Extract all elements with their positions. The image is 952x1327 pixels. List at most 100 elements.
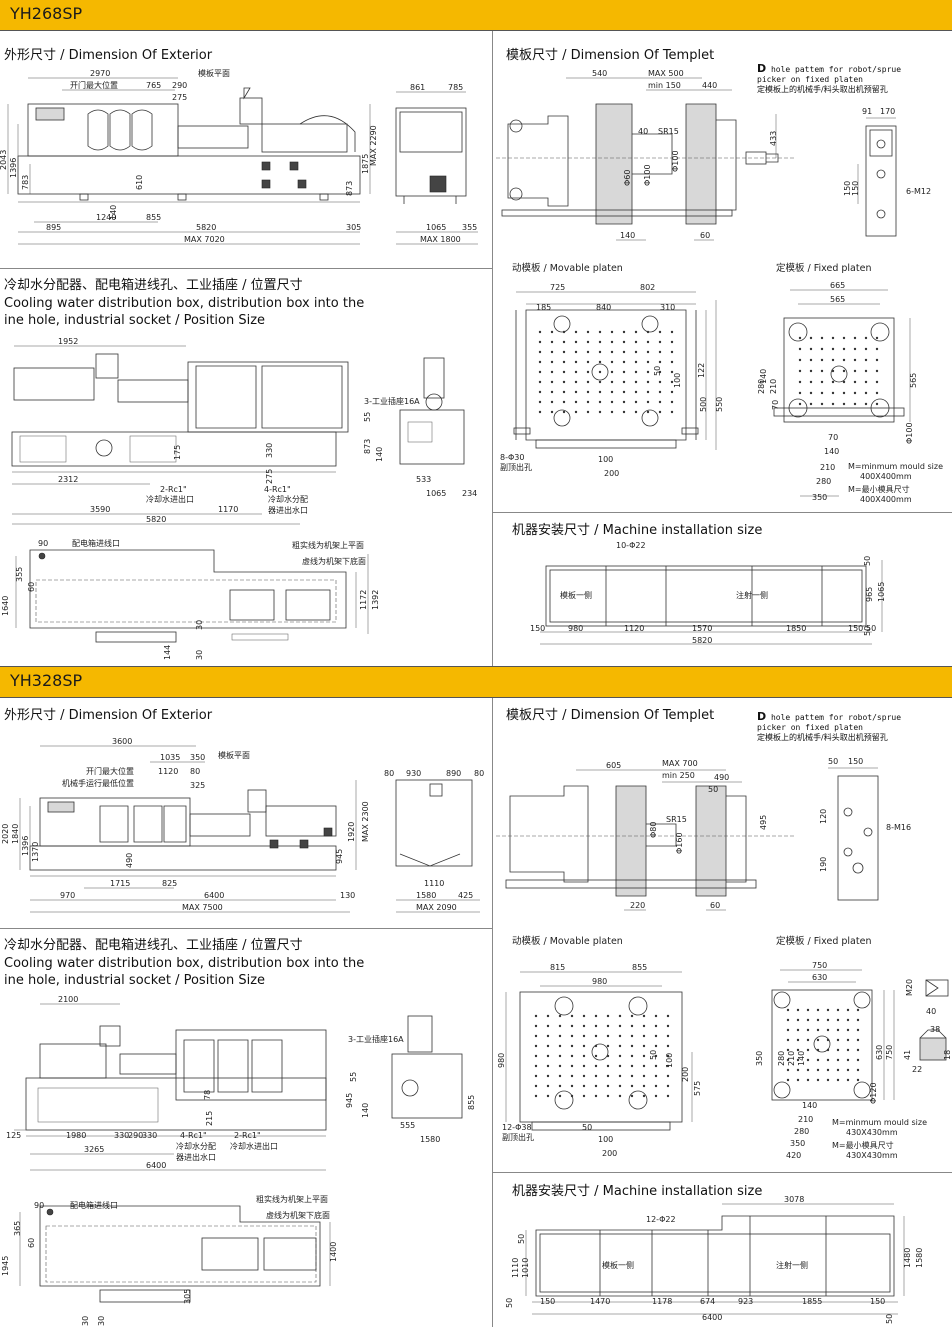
dim-text: 80 <box>384 769 394 778</box>
mould-hole <box>853 380 857 384</box>
mould-hole <box>809 402 813 406</box>
mould-hole <box>642 1024 646 1028</box>
mould-hole <box>666 1064 670 1068</box>
dim-text: 150 <box>540 1297 555 1306</box>
mould-hole <box>842 336 846 340</box>
mould-hole <box>622 370 626 374</box>
mould-hole <box>658 340 662 344</box>
dim-text: Φ160 <box>675 832 684 854</box>
dim-text: 210 <box>769 379 778 394</box>
fixed-platen-drawing: 750 630 350 280 210 140 630 750 Φ120 140… <box>755 961 952 1160</box>
band-underline <box>0 30 952 31</box>
dim-text: 2970 <box>90 69 110 78</box>
dim-text: 6400 <box>146 1161 166 1170</box>
mould-hole <box>622 400 626 404</box>
dim-text: 1010 <box>521 1258 530 1278</box>
fixed-platen-shape <box>773 317 905 423</box>
mould-hole <box>820 380 824 384</box>
dim-text: 400X400mm <box>860 495 912 504</box>
mould-hole <box>546 1064 550 1068</box>
mould-hole <box>586 340 590 344</box>
mould-hole <box>816 1068 820 1072</box>
dim-text: MAX 2300 <box>361 801 370 842</box>
mould-hole <box>786 1058 790 1062</box>
dim-text: 280 <box>816 477 831 486</box>
mould-hole <box>846 1028 850 1032</box>
mould-hole <box>831 391 835 395</box>
mould-hole <box>582 1024 586 1028</box>
mould-hole <box>570 1074 574 1078</box>
dim-text: 1110 <box>511 1258 520 1278</box>
mould-hole <box>562 410 566 414</box>
dim-text: 783 <box>21 175 30 190</box>
mould-hole <box>574 390 578 394</box>
model-title: YH268SP <box>10 4 83 23</box>
mould-hole <box>820 347 824 351</box>
mould-hole <box>634 340 638 344</box>
model-header-band: YH268SP <box>0 0 952 30</box>
mould-hole <box>606 1064 610 1068</box>
mould-hole <box>610 340 614 344</box>
mould-hole <box>582 1094 586 1098</box>
dim-text: 150 <box>870 1297 885 1306</box>
movable-dimension-lines <box>516 291 717 450</box>
dim-text: 1035 <box>160 753 180 762</box>
dim-text: 150 <box>843 181 852 196</box>
mould-hole <box>582 1064 586 1068</box>
mould-hole <box>786 1048 790 1052</box>
dim-text: 78 <box>203 1090 212 1100</box>
mould-hole <box>654 1094 658 1098</box>
dim-text: MAX 700 <box>662 759 698 768</box>
dim-text: 890 <box>446 769 461 778</box>
cooling-end-view <box>391 1015 463 1119</box>
mould-hole <box>598 400 602 404</box>
fixed-platen-holes <box>798 336 879 406</box>
mould-hole <box>853 391 857 395</box>
mould-hole <box>826 1038 830 1042</box>
mould-hole <box>842 391 846 395</box>
dim-text: 150 <box>848 624 863 633</box>
mould-hole <box>594 1034 598 1038</box>
dim-text: 1952 <box>58 337 78 346</box>
mould-hole <box>670 360 674 364</box>
cooling-drawing: 1952 3-工业插座16A 55 873 140 533 1065 234 3… <box>11 337 477 525</box>
mould-hole <box>806 1038 810 1042</box>
dim-text: 420 <box>786 1151 801 1160</box>
mould-hole <box>806 1078 810 1082</box>
mould-hole <box>842 380 846 384</box>
mould-hole <box>562 340 566 344</box>
dim-text: 30 <box>195 650 204 660</box>
mould-hole <box>816 1018 820 1022</box>
dim-text: 150 <box>848 757 863 766</box>
mould-hole <box>642 1064 646 1068</box>
dim-text: 330 <box>142 1131 157 1140</box>
mould-hole <box>586 380 590 384</box>
dim-text: 1065 <box>426 489 446 498</box>
dim-text: 550 <box>715 397 724 412</box>
section-top-rule <box>0 666 952 667</box>
mould-hole <box>853 347 857 351</box>
mould-hole <box>798 380 802 384</box>
dim-text: 1580 <box>416 891 436 900</box>
d-letter: D <box>757 710 767 723</box>
install-drawing: 3078 12-Φ22 模板一侧 注射一侧 150 1470 1178 674 … <box>505 1195 924 1324</box>
mould-hole <box>582 1084 586 1088</box>
dim-text: 140 <box>759 369 768 384</box>
mould-hole <box>610 400 614 404</box>
mould-hole <box>666 1044 670 1048</box>
cooling-dimension-lines <box>12 345 300 525</box>
d-note-en: hole pattem for robot/sprue picker on fi… <box>757 65 902 84</box>
mould-hole <box>558 1044 562 1048</box>
mould-hole <box>586 390 590 394</box>
mould-hole <box>831 380 835 384</box>
mould-hole <box>610 360 614 364</box>
mould-hole <box>598 390 602 394</box>
dim-text: 170 <box>880 107 895 116</box>
mould-hole <box>562 370 566 374</box>
dim-text: min 150 <box>648 81 681 90</box>
mould-hole <box>594 1014 598 1018</box>
mould-hole <box>856 1018 860 1022</box>
dim-text: 425 <box>458 891 473 900</box>
mould-hole <box>634 400 638 404</box>
mould-hole <box>606 1014 610 1018</box>
